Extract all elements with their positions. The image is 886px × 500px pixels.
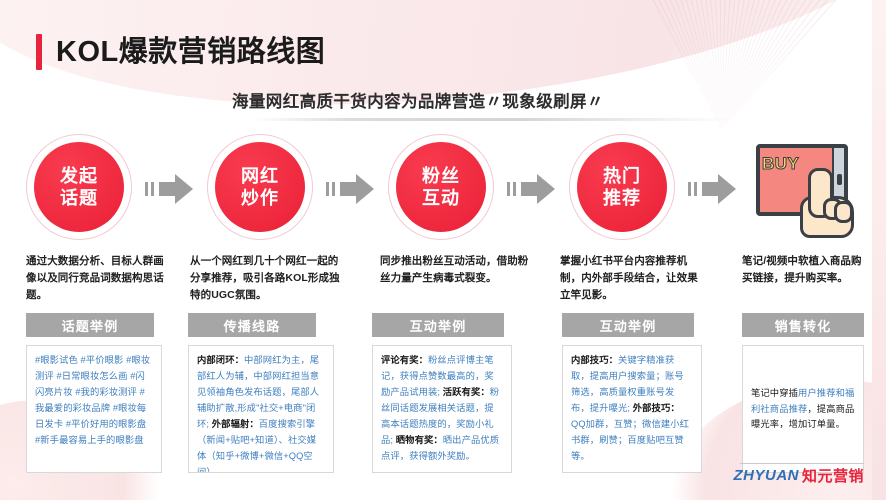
card-header-2: 传播线路 [188, 313, 316, 337]
card-3-label-2: 活跃有奖： [442, 386, 490, 397]
node-label-line1: 网红 [241, 165, 279, 186]
page-subtitle: 海量网红高质干货内容为品牌营造〃现象级刷屏〃 [232, 93, 604, 111]
card-5-text-pre: 笔记中穿插 [751, 387, 798, 398]
flow-arrow-2 [324, 174, 376, 204]
node-label-line1: 发起 [60, 165, 98, 186]
card-2-text-1: 中部网红为主，尾部红人为辅，中部网红担当意见领袖角色发布话题，尾部人辅助扩散,形… [197, 355, 320, 429]
node-label-line2: 推荐 [603, 188, 641, 208]
card-1-text: #眼影试色 #平价眼影 #眼妆测评 #日常眼妆怎么画 #闪闪亮片妆 #我的彩妆测… [35, 355, 151, 445]
card-3-text-1: 粉丝点评博主笔记，获得点赞数最高的，奖励产品试用装; [381, 355, 494, 397]
card-4-label-2: 外部技巧： [632, 402, 680, 413]
flow-arrow-1 [143, 174, 195, 204]
flow-node-3[interactable]: 粉丝 互动 [388, 134, 494, 240]
card-4-text-2: QQ加群，互赞；微信建小红书群，刷赞；百度贴吧互赞等。 [571, 418, 690, 461]
flow-node-2[interactable]: 网红 炒作 [207, 134, 313, 240]
card-header-3: 互动举例 [372, 313, 504, 337]
watermark-cn: 知元营销 [801, 468, 864, 485]
card-body-4: 内部技巧：关键字精准获取，提高用户搜索量；账号筛选，高质量权重账号发布，提升曝光… [562, 345, 702, 473]
description-3: 同步推出粉丝互动活动，借助粉丝力量产生病毒式裂变。 [380, 255, 529, 284]
subtitle-divider [252, 118, 732, 121]
card-body-1: #眼影试色 #平价眼影 #眼妆测评 #日常眼妆怎么画 #闪闪亮片妆 #我的彩妆测… [26, 345, 162, 473]
page-title: KOL爆款营销路线图 [36, 32, 325, 72]
card-2-text-2: 百度搜索引擎（新闻+贴吧+知道）、社交媒体（知乎+微博+微信+QQ空间）。 [197, 418, 317, 473]
flow-arrow-4 [686, 174, 738, 204]
card-4-text-1: 关键字精准获取，提高用户搜索量；账号筛选，高质量权重账号发布，提升曝光; [571, 355, 684, 413]
card-header-5: 销售转化 [742, 313, 864, 337]
description-1: 通过大数据分析、目标人群画像以及同行竞品词数据构思话题。 [26, 255, 164, 301]
card-2-label-2: 外部辐射： [211, 418, 259, 429]
node-label-line1: 粉丝 [422, 165, 460, 186]
node-label-line2: 话题 [60, 188, 98, 208]
card-2-label-1: 内部闭环： [197, 355, 244, 365]
flow-arrow-3 [505, 174, 557, 204]
title-text: KOL爆款营销路线图 [56, 35, 326, 68]
hand-cursor-icon [796, 168, 854, 238]
buy-tablet-icon[interactable]: BUY [750, 140, 854, 238]
card-body-5: 笔记中穿插用户推荐和福利社商品推荐，提高商品曝光率，增加订单量。 [742, 345, 864, 473]
node-disc: 发起 话题 [34, 142, 124, 232]
card-header-1: 话题举例 [26, 313, 154, 337]
watermark-divider [740, 463, 864, 464]
watermark: ZHYUAN 知元营销 [733, 465, 864, 486]
watermark-en: ZHYUAN [733, 467, 799, 484]
decor-right-strip [872, 0, 886, 500]
flow-node-1[interactable]: 发起 话题 [26, 134, 132, 240]
card-5-text-post: ，提高商品曝光率，增加订单量。 [751, 403, 855, 430]
card-header-4: 互动举例 [562, 313, 694, 337]
card-body-2: 内部闭环：中部网红为主，尾部红人为辅，中部网红担当意见领袖角色发布话题，尾部人辅… [188, 345, 334, 473]
node-label-line1: 热门 [603, 165, 641, 186]
description-4: 掌握小红书平台内容推荐机制，内外部手段结合，让效果立竿见影。 [560, 255, 698, 301]
flow-node-4[interactable]: 热门 推荐 [569, 134, 675, 240]
node-label-line2: 互动 [422, 188, 460, 208]
node-label-line2: 炒作 [241, 188, 279, 208]
buy-label: BUY [761, 154, 800, 174]
title-accent-bar [36, 34, 42, 70]
card-3-label-1: 评论有奖： [381, 355, 428, 365]
card-body-3: 评论有奖：粉丝点评博主笔记，获得点赞数最高的，奖励产品试用装; 活跃有奖：粉丝同… [372, 345, 512, 473]
node-disc: 热门 推荐 [577, 142, 667, 232]
card-4-label-1: 内部技巧： [571, 355, 618, 365]
card-3-text-2: 粉丝同话题发展相关话题，提高本话题热度的，奖励小礼品; [381, 386, 500, 445]
node-disc: 粉丝 互动 [396, 142, 486, 232]
description-5: 笔记/视频中软植入商品购买链接，提升购买率。 [742, 255, 862, 284]
card-3-label-3: 晒物有奖： [395, 434, 443, 445]
card-3-text-3: 晒出产品优质点评，获得额外奖励。 [381, 434, 500, 461]
node-disc: 网红 炒作 [215, 142, 305, 232]
card-5-text-link: 用户推荐和福利社商品推荐 [751, 387, 855, 414]
flow-diagram: 发起 话题 网红 炒作 粉丝 互动 [0, 134, 886, 240]
description-2: 从一个网红到几十个网红一起的分享推荐，吸引各路KOL形成独特的UGC氛围。 [190, 255, 340, 301]
decor-fan-lines [513, 0, 886, 151]
